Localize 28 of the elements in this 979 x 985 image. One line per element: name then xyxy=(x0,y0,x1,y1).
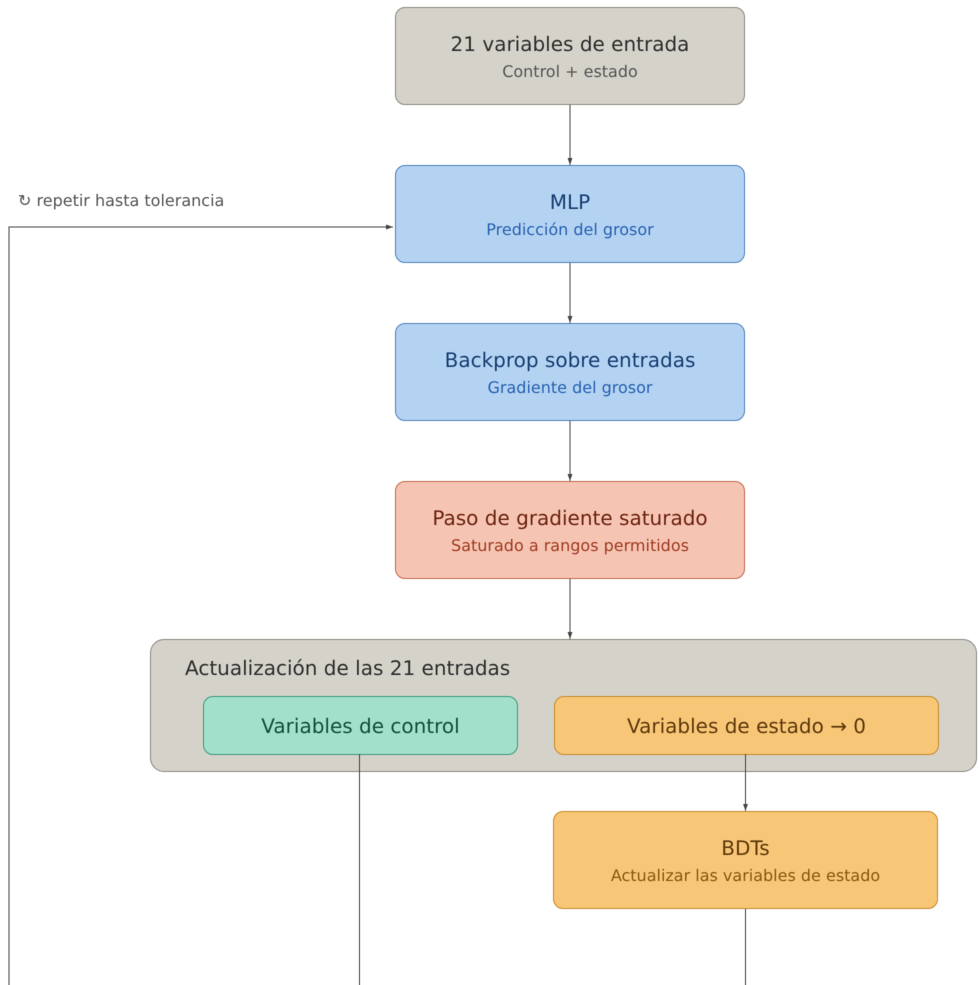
node-subtitle: Gradiente del grosor xyxy=(488,378,652,396)
arrow xyxy=(568,104,572,166)
node-title: 21 variables de entrada xyxy=(450,32,690,56)
process-box xyxy=(395,165,745,263)
process-box xyxy=(395,481,745,579)
node-subtitle: Predicción del grosor xyxy=(486,220,654,238)
arrow xyxy=(568,578,572,640)
edge-label: ↻ repetir hasta tolerancia xyxy=(18,191,224,210)
node-title: Variables de estado → 0 xyxy=(626,714,866,738)
arrow xyxy=(568,262,572,324)
state-box xyxy=(553,811,938,909)
node-title: Variables de control xyxy=(261,714,460,738)
node-title: Actualización de las 21 entradas xyxy=(185,656,510,680)
arrow xyxy=(743,754,748,812)
node-subtitle: Control + estado xyxy=(502,62,638,80)
node-subtitle: Saturado a rangos permitidos xyxy=(451,536,689,554)
state-box xyxy=(554,696,939,755)
node-title: Backprop sobre entradas xyxy=(444,348,696,372)
node-title: Paso de gradiente saturado xyxy=(432,506,708,530)
process-box xyxy=(395,323,745,421)
control-box xyxy=(203,696,518,755)
group-panel xyxy=(150,639,977,772)
node-title: BDTs xyxy=(721,836,770,860)
arrow xyxy=(568,420,572,482)
node-subtitle: Actualizar las variables de estado xyxy=(610,866,880,884)
arrow xyxy=(8,224,394,985)
input-box xyxy=(395,7,745,105)
node-title: MLP xyxy=(550,190,590,214)
